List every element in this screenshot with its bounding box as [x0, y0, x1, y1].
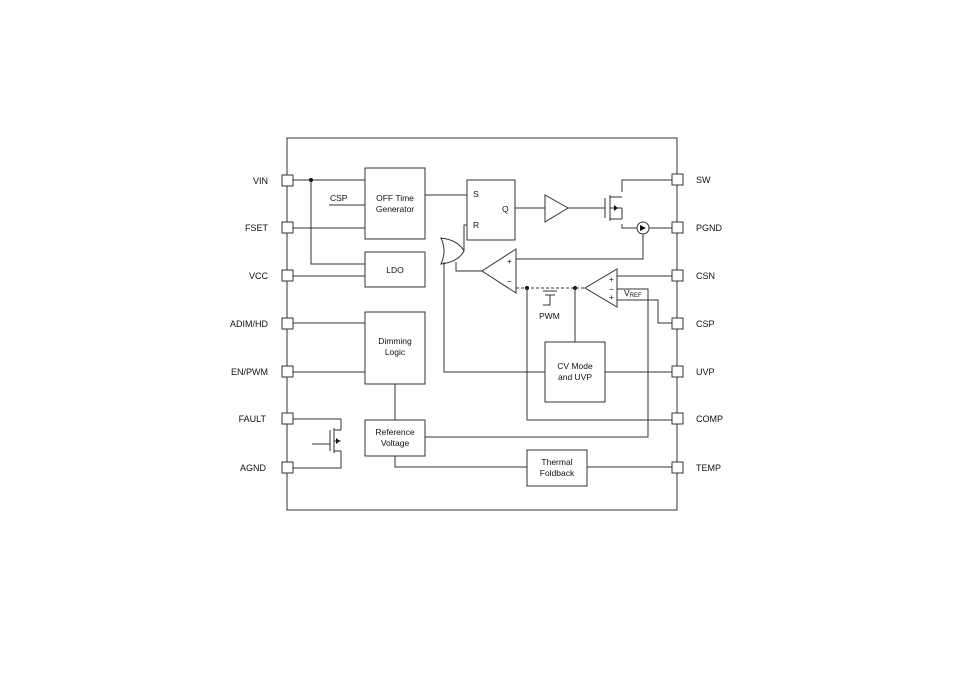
- pin-label: SW: [696, 175, 711, 185]
- pin-vcc: VCC: [249, 269, 294, 282]
- amp-plus-sign: +: [507, 257, 512, 266]
- thermal-foldback-block: Thermal Foldback: [526, 449, 588, 487]
- current-sense-amplifier: + − +: [584, 268, 618, 308]
- csp-input-label: CSP: [330, 193, 348, 203]
- pin-fault: FAULT: [239, 412, 294, 425]
- latch-r-label: R: [473, 220, 479, 230]
- latch-q-label: Q: [502, 204, 509, 214]
- pin-en-pwm: EN/PWM: [231, 365, 294, 378]
- pin-fset: FSET: [245, 221, 294, 234]
- block-label-line1: Dimming: [378, 336, 412, 346]
- pin-label: FAULT: [239, 414, 267, 424]
- pin-comp: COMP: [671, 412, 723, 425]
- vref-subscript-text: REF: [630, 293, 642, 299]
- ldo-block: LDO: [364, 251, 426, 288]
- pin-adim-hd: ADIM/HD: [230, 317, 294, 330]
- amp-plus-sign: +: [609, 275, 614, 284]
- pwm-label: PWM: [539, 311, 560, 321]
- block-label-line2: Foldback: [540, 468, 575, 478]
- block-label-line2: Voltage: [381, 438, 410, 448]
- amp-plus-sign: +: [609, 293, 614, 302]
- block-label-line1: CV Mode: [557, 361, 593, 371]
- pin-label: VIN: [253, 176, 268, 186]
- pin-csp: CSP: [671, 317, 715, 330]
- pin-label: COMP: [696, 414, 723, 424]
- block-label-line1: Thermal: [541, 457, 572, 467]
- pin-label: AGND: [240, 463, 267, 473]
- cv-mode-uvp-block: CV Mode and UVP: [544, 341, 606, 403]
- block-label-line2: Logic: [385, 347, 406, 357]
- pin-agnd: AGND: [240, 461, 294, 474]
- current-sense-icon: [636, 221, 650, 235]
- sr-latch-block: S R Q: [466, 179, 516, 241]
- pwm-switch-icon: [543, 290, 557, 306]
- pin-temp: TEMP: [671, 461, 721, 474]
- pin-sw: SW: [671, 173, 711, 186]
- power-mosfet-icon: [604, 195, 623, 221]
- pin-label: UVP: [696, 367, 715, 377]
- pin-pgnd: PGND: [671, 221, 723, 234]
- block-label-line2: and UVP: [558, 372, 592, 382]
- or-gate: [440, 237, 465, 265]
- pin-label: PGND: [696, 223, 723, 233]
- pin-uvp: UVP: [671, 365, 715, 378]
- latch-s-label: S: [473, 189, 479, 199]
- fault-mosfet-icon: [293, 418, 342, 469]
- pin-label: CSN: [696, 271, 715, 281]
- amp-minus-sign: −: [609, 285, 614, 294]
- block-label: LDO: [386, 265, 404, 275]
- dimming-logic-block: Dimming Logic: [364, 311, 426, 385]
- block-label-line1: OFF Time: [376, 193, 414, 203]
- pin-label: VCC: [249, 271, 269, 281]
- amp-minus-sign: −: [507, 277, 512, 286]
- error-amplifier: + −: [481, 248, 517, 294]
- pin-vin: VIN: [253, 174, 294, 187]
- pin-label: CSP: [696, 319, 715, 329]
- vref-main-text: V: [624, 288, 630, 298]
- pin-csn: CSN: [671, 269, 715, 282]
- pin-label: ADIM/HD: [230, 319, 269, 329]
- pin-label: TEMP: [696, 463, 721, 473]
- pin-label: EN/PWM: [231, 367, 268, 377]
- block-label-line2: Generator: [376, 204, 414, 214]
- wires: [293, 178, 672, 468]
- off-time-generator-block: OFF Time Generator: [364, 167, 426, 240]
- pin-label: FSET: [245, 223, 269, 233]
- reference-voltage-block: Reference Voltage: [364, 419, 426, 457]
- block-label-line1: Reference: [375, 427, 414, 437]
- vref-label: VREF: [624, 288, 642, 299]
